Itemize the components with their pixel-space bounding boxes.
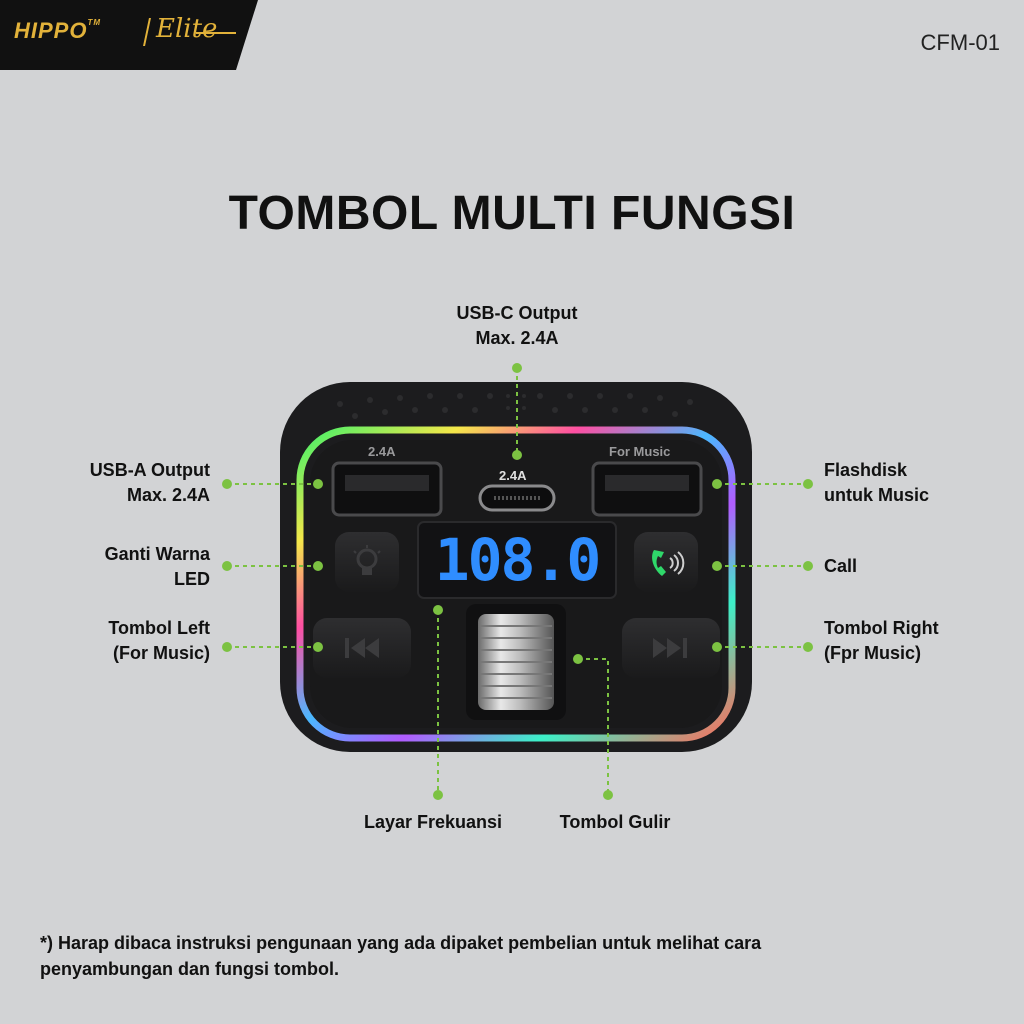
- callout-led: Ganti Warna LED: [10, 542, 210, 592]
- grip-texture: [337, 393, 693, 419]
- callout-right: Tombol Right (Fpr Music): [824, 616, 1014, 666]
- model-number: CFM-01: [920, 30, 1000, 55]
- callout-usb-a: USB-A Output Max. 2.4A: [10, 458, 210, 508]
- brand-name: HIPPO: [14, 18, 88, 43]
- next-icon: [653, 638, 687, 658]
- call-button: [634, 532, 698, 592]
- footnote-line1: *) Harap dibaca instruksi pengunaan yang…: [40, 933, 762, 953]
- page-title: TOMBOL MULTI FUNGSI: [228, 187, 796, 240]
- callout-led-line1: Ganti Warna: [104, 544, 210, 564]
- knob-ridges: [480, 625, 552, 699]
- brand-logo: HIPPOTM: [14, 18, 101, 44]
- callout-right-line2: (Fpr Music): [824, 643, 921, 663]
- brand-trademark: TM: [87, 18, 102, 27]
- callout-left-line1: Tombol Left: [108, 618, 210, 638]
- callout-screen: Layar Frekuansi: [333, 810, 533, 835]
- callout-left: Tombol Left (For Music): [10, 616, 210, 666]
- callout-usb-a-line1: USB-A Output: [89, 460, 210, 480]
- callout-usb-c-line2: Max. 2.4A: [475, 328, 559, 348]
- display-window: [417, 521, 617, 599]
- led-ring: [296, 426, 736, 742]
- callout-scroll-line1: Tombol Gulir: [559, 812, 671, 832]
- footnote: *) Harap dibaca instruksi pengunaan yang…: [40, 930, 940, 982]
- callout-call-line1: Call: [824, 556, 858, 576]
- callout-flashdisk-line1: Flashdisk: [824, 460, 908, 480]
- previous-icon: [345, 638, 379, 658]
- callout-flashdisk: Flashdisk untuk Music: [824, 458, 1014, 508]
- usb-c-rating: 2.4A: [499, 468, 527, 483]
- callout-scroll: Tombol Gulir: [515, 810, 715, 835]
- callout-usb-c: USB-C Output Max. 2.4A: [417, 301, 617, 351]
- callout-flashdisk-line2: untuk Music: [824, 485, 930, 505]
- callout-left-line2: (For Music): [113, 643, 210, 663]
- brand-sub: Elite: [156, 14, 218, 44]
- bulb-icon: [353, 545, 381, 575]
- phone-icon: [652, 550, 685, 576]
- callout-usb-c-line1: USB-C Output: [456, 303, 578, 323]
- usb-c-port: [478, 484, 556, 512]
- usb-a-rating: 2.4A: [368, 444, 396, 459]
- frequency-display: 108.0: [434, 526, 602, 594]
- callout-right-line1: Tombol Right: [824, 618, 939, 638]
- footnote-line2: penyambungan dan fungsi tombol.: [40, 959, 339, 979]
- usb-music-label: For Music: [609, 444, 671, 459]
- brand-tab: [0, 0, 258, 70]
- callout-led-line2: LED: [174, 569, 210, 589]
- callout-call: Call: [824, 554, 1014, 579]
- callout-usb-a-line2: Max. 2.4A: [126, 485, 210, 505]
- brand-underline: [196, 32, 236, 34]
- led-button: [335, 532, 399, 592]
- callout-screen-line1: Layar Frekuansi: [363, 812, 503, 832]
